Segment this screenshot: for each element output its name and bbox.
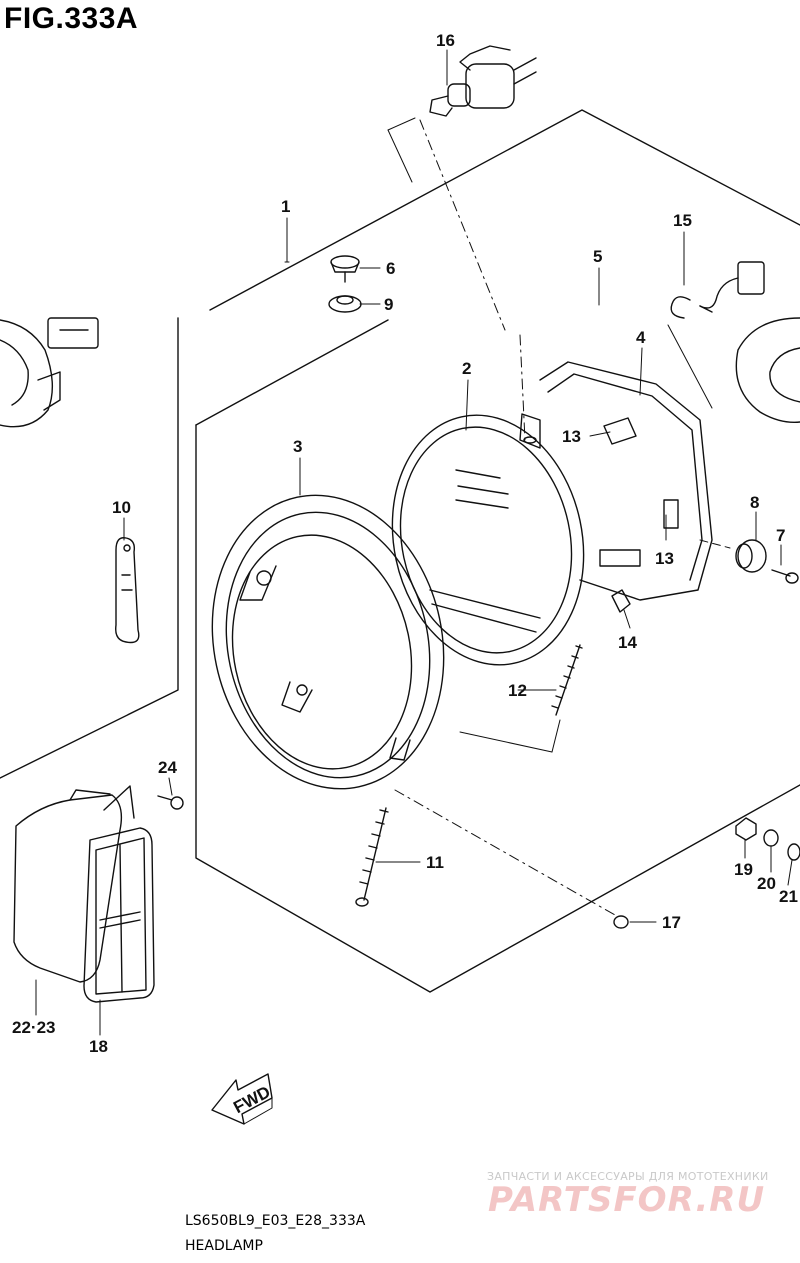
bolt-part-24 xyxy=(157,795,184,810)
callout-16: 16 xyxy=(436,31,455,50)
screw-part-7 xyxy=(771,569,799,584)
callout-22-23: 22·23 xyxy=(12,1018,55,1037)
callout-20: 20 xyxy=(757,874,776,893)
callout-10: 10 xyxy=(112,498,131,517)
callout-2: 2 xyxy=(462,359,471,378)
callout-9: 9 xyxy=(384,295,393,314)
callout-13-top: 13 xyxy=(562,427,581,446)
speed-nut-part-13-top xyxy=(603,417,637,445)
callout-21: 21 xyxy=(779,887,798,906)
callout-15: 15 xyxy=(673,211,692,230)
bracket-part-10 xyxy=(115,537,140,644)
headlamp-rim-part-3 xyxy=(211,494,445,790)
callout-leaders xyxy=(35,49,793,1036)
washer-part-21 xyxy=(787,843,800,861)
watermark-tagline: ЗАПЧАСТИ И АКСЕССУАРЫ ДЛЯ МОТОТЕХНИКИ xyxy=(487,1170,769,1183)
bulb-part-16 xyxy=(429,45,537,117)
callout-3: 3 xyxy=(293,437,302,456)
screw-part-11 xyxy=(355,807,389,907)
callout-numbers: 1 2 3 4 5 6 7 8 9 10 11 12 13 13 14 15 1… xyxy=(12,31,798,1117)
right-housing-ring xyxy=(735,317,800,423)
clip-part-6 xyxy=(330,255,360,283)
washer-part-20 xyxy=(763,829,779,847)
spring-part-12 xyxy=(551,644,583,716)
diagram-name: HEADLAMP xyxy=(185,1238,263,1254)
callout-13-bottom: 13 xyxy=(655,549,674,568)
figure-title: FIG.333A xyxy=(4,2,139,35)
callout-7: 7 xyxy=(776,526,785,545)
housing-case-part-4 xyxy=(539,361,713,601)
clip-part-14 xyxy=(611,589,631,613)
callout-24: 24 xyxy=(158,758,177,777)
lamp-unit-part-2 xyxy=(391,413,585,666)
nut-part-19 xyxy=(735,817,757,841)
grommet-part-9 xyxy=(328,295,362,313)
callout-1: 1 xyxy=(281,197,290,216)
clip-part-17 xyxy=(613,915,629,929)
callout-6: 6 xyxy=(386,259,395,278)
callout-14: 14 xyxy=(618,633,637,652)
leader-lines xyxy=(387,117,731,916)
callout-4: 4 xyxy=(636,328,646,347)
callout-18: 18 xyxy=(89,1037,108,1056)
assembly-frame-outline xyxy=(0,109,800,993)
callout-5: 5 xyxy=(593,247,602,266)
callout-11: 11 xyxy=(426,853,444,872)
callout-19: 19 xyxy=(734,860,753,879)
callout-12: 12 xyxy=(508,681,527,700)
reflector-housing-part-22-23 xyxy=(13,785,135,983)
callout-8: 8 xyxy=(750,493,759,512)
callout-17: 17 xyxy=(662,913,681,932)
reflector-part-18 xyxy=(83,827,155,1003)
watermark-logo: PARTSFOR.RU xyxy=(488,1180,766,1220)
socket-part-15 xyxy=(670,261,765,319)
left-housing-fragment xyxy=(0,317,99,428)
model-code: LS650BL9_E03_E28_333A xyxy=(185,1213,366,1229)
cushion-part-8 xyxy=(735,539,767,573)
fwd-arrow-icon xyxy=(211,1073,273,1125)
